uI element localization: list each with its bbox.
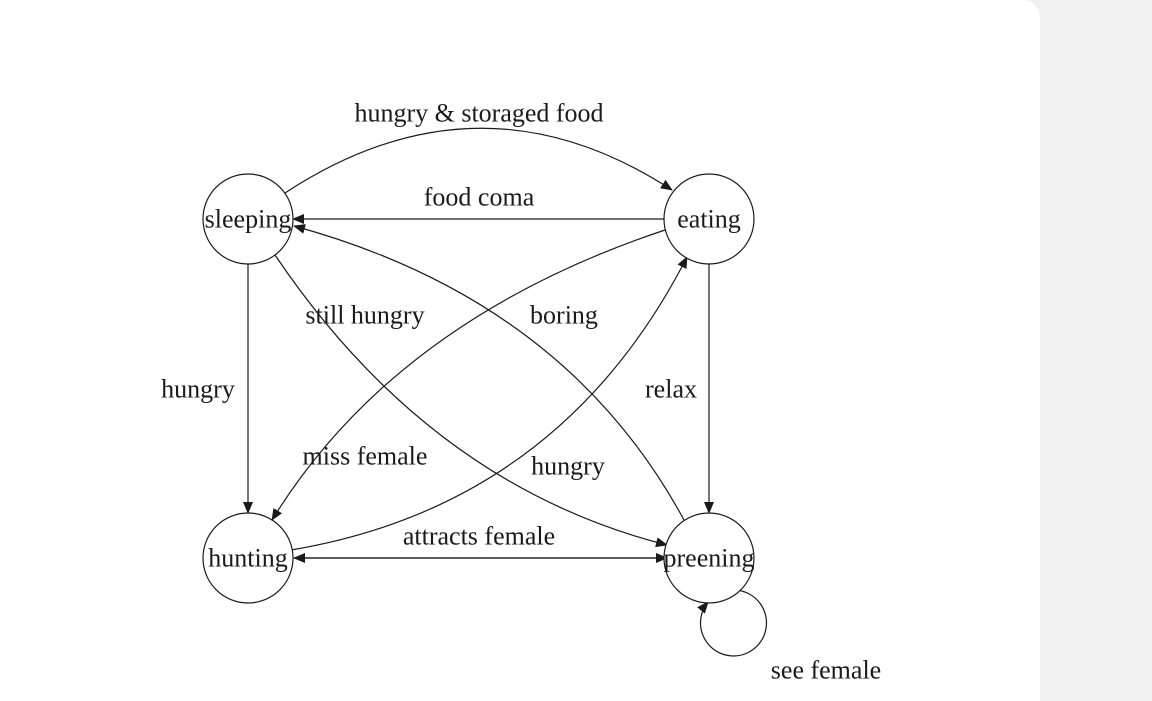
state-hunting xyxy=(202,512,294,604)
edge-label-hunting-eating: boring xyxy=(530,301,598,330)
state-sleeping xyxy=(202,173,294,265)
diagram-canvas xyxy=(0,0,1040,701)
edge-preening-to-sleeping xyxy=(293,224,685,521)
state-preening xyxy=(663,512,755,604)
edge-sleeping-to-eating xyxy=(284,127,673,194)
edge-hunting-to-eating xyxy=(290,256,688,551)
state-label-preening: preening xyxy=(664,544,755,573)
edge-label-eating-hunting: still hungry xyxy=(305,301,424,330)
state-label-eating: eating xyxy=(677,205,741,234)
edge-label-preening-self: see female xyxy=(771,656,881,685)
state-eating xyxy=(663,173,755,265)
edge-label-sleeping-preening: hungry xyxy=(531,452,605,481)
edge-label-eating-sleeping: food coma xyxy=(424,183,535,212)
edge-label-eating-preening: relax xyxy=(645,375,697,404)
edge-label-sleeping-hunting: hungry xyxy=(161,375,235,404)
edge-label-sleeping-eating: hungry & storaged food xyxy=(354,99,603,128)
edge-eating-to-hunting xyxy=(271,229,666,521)
edge-label-preening-sleeping: miss female xyxy=(303,442,428,471)
edge-preening-self-loop xyxy=(697,589,768,657)
edge-sleeping-to-preening xyxy=(274,254,668,548)
state-label-sleeping: sleeping xyxy=(205,205,292,234)
edge-label-hunting-preening: attracts female xyxy=(403,522,555,551)
state-label-hunting: hunting xyxy=(208,544,287,573)
